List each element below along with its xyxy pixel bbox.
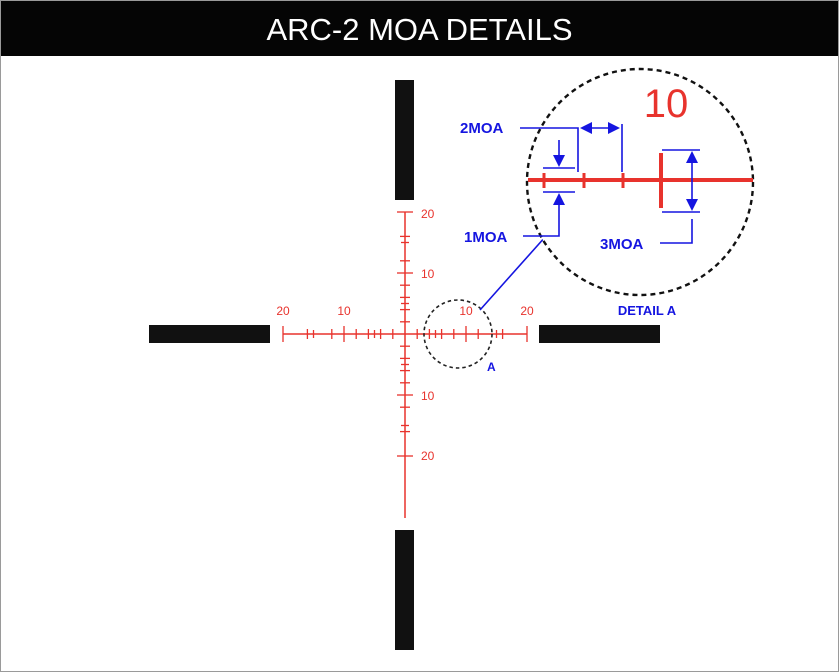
v-label-top-20: 20 (421, 207, 435, 221)
horizontal-ticks (282, 326, 528, 342)
leader-1moa (523, 205, 560, 237)
title-bar: ARC-2 MOA DETAILS (1, 1, 838, 56)
top-post (395, 80, 414, 200)
right-post (539, 325, 660, 343)
v-label-bottom-10: 10 (421, 389, 435, 403)
vertical-ticks (397, 211, 413, 457)
detail-connector-line (479, 235, 547, 311)
left-post (149, 325, 270, 343)
arrow-2moa-right (608, 122, 620, 134)
detail-circle-small (423, 299, 493, 369)
label-2moa: 2MOA (460, 120, 504, 137)
magnified-number: 10 (644, 82, 689, 126)
v-label-top-10: 10 (421, 267, 435, 281)
arrow-1moa-down (553, 155, 565, 167)
h-label-left-10: 10 (337, 304, 351, 318)
magnified-reticle (528, 153, 753, 208)
detail-circle-label: A (487, 360, 496, 374)
h-label-right-20: 20 (520, 304, 534, 318)
leader-3moa (660, 219, 693, 244)
leader-2moa (520, 127, 579, 172)
arrow-2moa-left (580, 122, 592, 134)
arrow-1moa-up (553, 193, 565, 205)
dimension-arrowheads (553, 122, 698, 211)
h-label-right-10: 10 (459, 304, 473, 318)
page-title: ARC-2 MOA DETAILS (266, 12, 573, 47)
arrow-3moa-down (686, 199, 698, 211)
label-1moa: 1MOA (464, 229, 508, 246)
detail-caption: DETAIL A (618, 303, 677, 318)
label-3moa: 3MOA (600, 236, 644, 253)
v-label-bottom-20: 20 (421, 449, 435, 463)
arrow-3moa-up (686, 151, 698, 163)
h-label-left-20: 20 (276, 304, 290, 318)
bottom-post (395, 530, 414, 650)
